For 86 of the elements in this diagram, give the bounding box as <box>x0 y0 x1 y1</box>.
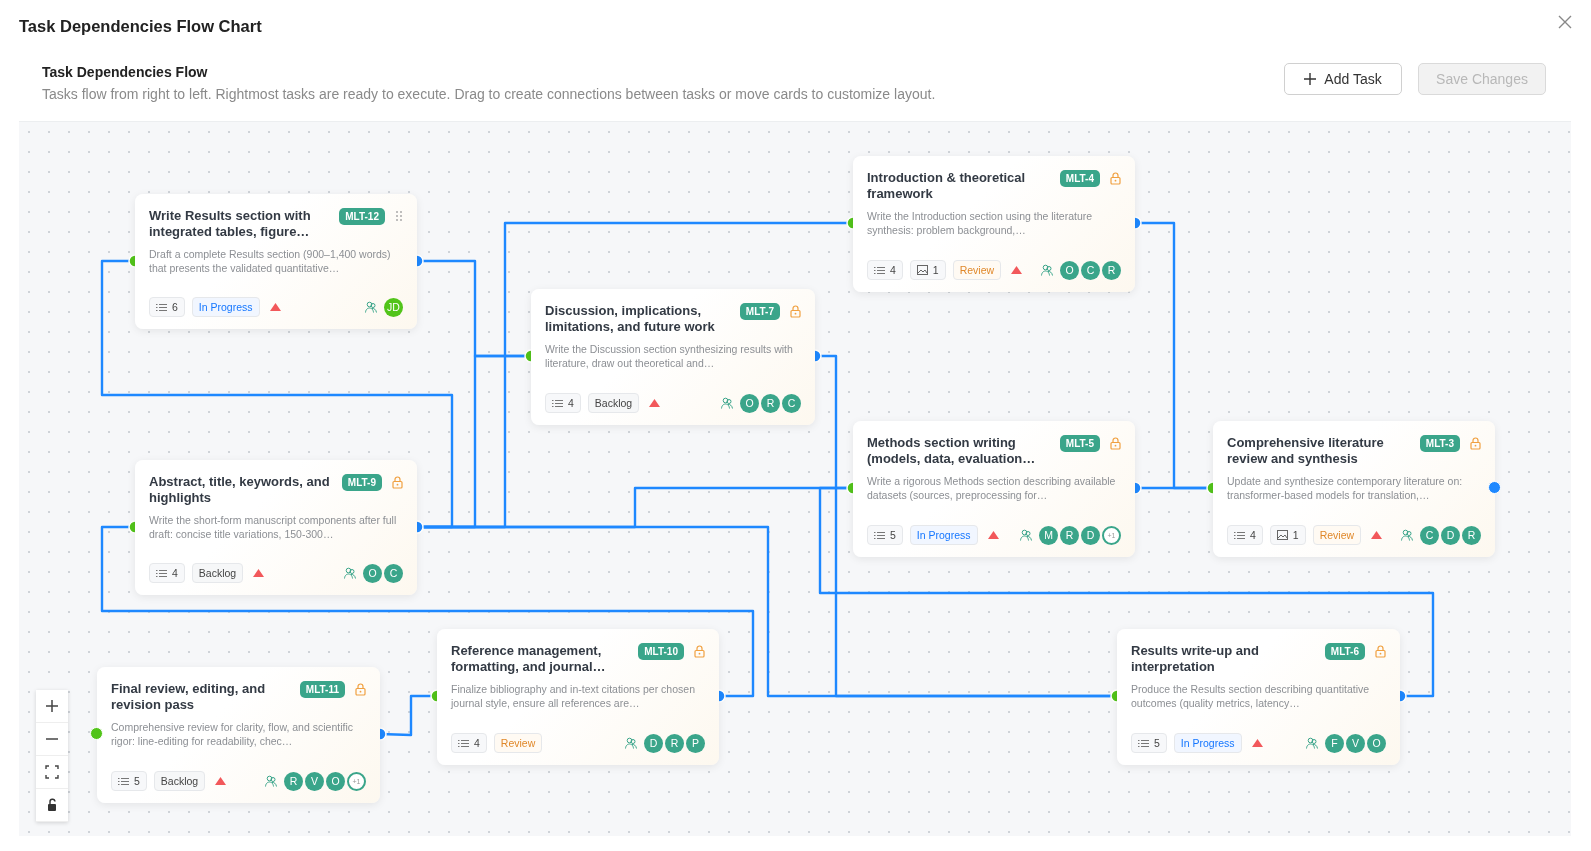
assignee-avatar: D <box>644 733 663 753</box>
task-title: Methods section writing (models, data, evaluation… <box>867 435 1037 467</box>
assignee-avatar: R <box>761 393 780 413</box>
assignee-avatar: R <box>1060 525 1079 545</box>
status-tag: Backlog <box>153 771 206 791</box>
task-title: Discussion, implications, limitations, and future work <box>545 303 716 335</box>
assignee-avatar: R <box>665 733 684 753</box>
task-id-badge: MLT-9 <box>341 474 382 491</box>
assignee-avatar: O <box>740 393 759 413</box>
assignee-avatar: D <box>1081 525 1100 545</box>
task-id-badge: MLT-7 <box>739 303 780 320</box>
task-description: Write the Introduction section using the literature synthesis: problem background,… <box>867 209 1094 237</box>
assignee-avatar: V <box>305 771 324 791</box>
assignee-avatar: C <box>782 393 801 413</box>
task-description: Draft a complete Results section (900–1,400 words) that presents the validated quantitative… <box>149 247 392 275</box>
assignee-avatar: R <box>284 771 303 791</box>
assignee-avatar: D <box>1441 525 1460 545</box>
task-description: Comprehensive review for clarity, flow, and scientific rigor: line-editing for readability, chec… <box>111 720 354 748</box>
task-description: Update and synthesize contemporary literature on: transformer-based models for translation,… <box>1227 474 1464 502</box>
add-task-button: Add Task <box>1284 63 1402 95</box>
status-tag: In Progress <box>1173 733 1242 753</box>
task-id-badge: MLT-10 <box>638 643 684 660</box>
assignee-avatar: O <box>1060 260 1079 280</box>
task-title: Comprehensive literature review and synthesis <box>1227 435 1385 467</box>
task-card <box>437 629 719 765</box>
task-card <box>853 156 1135 292</box>
assignee-avatar: O <box>363 563 382 583</box>
status-tag: Backlog <box>587 393 640 413</box>
subtask-count: 5 <box>1131 733 1167 753</box>
task-card <box>1213 421 1495 557</box>
task-title: Abstract, title, keywords, and highlights <box>149 474 331 506</box>
task-card <box>97 667 380 803</box>
dialog-title: Task Dependencies Flow Chart <box>19 17 262 36</box>
task-title: Write Results section with integrated tables, figure… <box>149 208 312 240</box>
task-description: Write a rigorous Methods section describing available datasets (sources, preprocessing for… <box>867 474 1117 502</box>
subtask-count: 5 <box>111 771 147 791</box>
task-title: Reference management, formatting, and journal… <box>451 643 607 675</box>
task-description: Write the Discussion section synthesizing results with literature, draw out theoretical and… <box>545 342 794 370</box>
status-tag: Backlog <box>191 563 244 583</box>
subtask-count: 4 <box>451 733 487 753</box>
subtask-count: 4 <box>149 563 185 583</box>
subtask-count: 4 <box>867 260 903 280</box>
assignee-avatar: R <box>1462 525 1481 545</box>
save-changes-button: Save Changes <box>1418 63 1546 95</box>
assignee-avatar: C <box>1081 260 1100 280</box>
task-id-badge: MLT-3 <box>1419 435 1460 452</box>
task-id-badge: MLT-11 <box>299 681 345 698</box>
subtask-count: 4 <box>545 393 581 413</box>
assignee-avatar: C <box>384 563 403 583</box>
subtask-count: 6 <box>149 297 185 317</box>
assignee-avatar: O <box>1367 733 1386 753</box>
status-tag: Review <box>952 260 1002 280</box>
attachment-count: 1 <box>909 260 946 280</box>
connector-line <box>100 520 755 703</box>
subtask-count: 4 <box>1227 525 1263 545</box>
assignee-avatar: P <box>686 733 705 753</box>
task-id-badge: MLT-4 <box>1059 170 1100 187</box>
assignee-avatar: JD <box>384 297 403 317</box>
task-title: Introduction & theoretical framework <box>867 170 1027 202</box>
task-card <box>531 289 815 425</box>
assignee-avatar: O <box>326 771 345 791</box>
task-description: Produce the Results section describing quantitative outcomes (quality metrics, latency… <box>1131 682 1371 710</box>
task-description: Finalize bibliography and in-text citations per chosen journal style, ensure all references are… <box>451 682 696 710</box>
status-tag: In Progress <box>191 297 260 317</box>
task-card <box>135 460 417 595</box>
subtask-count: 5 <box>867 525 903 545</box>
assignee-avatar: R <box>1102 260 1121 280</box>
assignee-avatar: C <box>1420 525 1439 545</box>
task-card <box>135 194 417 329</box>
task-id-badge: MLT-12 <box>339 208 385 225</box>
status-tag: In Progress <box>909 525 978 545</box>
assignee-avatar: M <box>1039 525 1058 545</box>
task-title: Final review, editing, and revision pass <box>111 681 267 713</box>
status-tag: Review <box>493 733 543 753</box>
task-card <box>1117 629 1400 765</box>
assignee-avatar: F <box>1325 733 1344 753</box>
attachment-count: 1 <box>1269 525 1306 545</box>
task-id-badge: MLT-6 <box>1324 643 1365 660</box>
task-description: Write the short-form manuscript components after full draft: concise title variations, 150-300… <box>149 513 398 541</box>
assignee-avatar: V <box>1346 733 1365 753</box>
section-description: Tasks flow from right to left. Rightmost tasks are ready to execute. Drag to create connections between tasks or move cards to customize layout. <box>42 86 936 102</box>
task-card <box>853 421 1135 557</box>
section-heading: Task Dependencies Flow <box>42 64 208 80</box>
task-title: Results write-up and interpretation <box>1131 643 1260 675</box>
status-tag: Review <box>1312 525 1362 545</box>
task-id-badge: MLT-5 <box>1059 435 1100 452</box>
